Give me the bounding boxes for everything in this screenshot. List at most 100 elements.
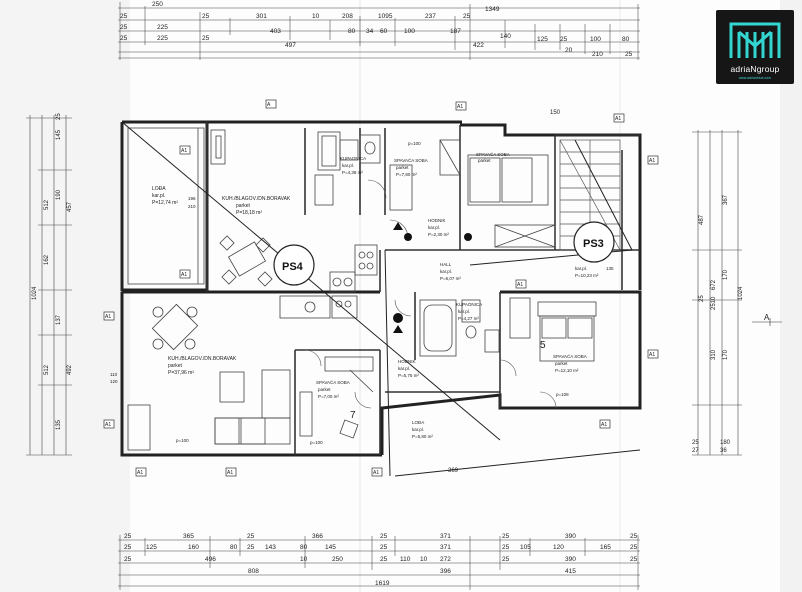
axis-tag-text: A A1 A1 A1 A1 A1 A1 A1 A1 A1 A1 A1 A1 A1 (105, 102, 655, 476)
dim-top-r4-0: 25 (120, 35, 128, 42)
room-number-7: 7 (350, 410, 356, 421)
svg-text:KUPAONICA: KUPAONICA (456, 302, 482, 307)
bedroom-right-fixtures (509, 297, 597, 362)
dim-top-r2-6: 237 (425, 13, 436, 20)
svg-text:A1: A1 (601, 422, 607, 428)
dim-balcony-369: 369 (448, 468, 459, 474)
svg-text:A: A (267, 102, 271, 108)
dim-top-r2-5: 1095 (378, 13, 393, 20)
room-spavaca-bottom: SPAVAĆA SOBA parket P=7,00 m² (316, 379, 350, 399)
svg-text:HODNIK: HODNIK (398, 359, 416, 364)
brand-mark-icon (729, 22, 781, 58)
dim-right-310: 310 (711, 349, 717, 360)
room-hodnik-top: HODNIK kar.pl. P=2,30 m² (428, 218, 449, 237)
dim-top-r2-2: 301 (256, 13, 267, 20)
bottom-dimension-lines (118, 535, 640, 590)
svg-text:KUH./BLAGOV./DN.BORAVAK: KUH./BLAGOV./DN.BORAVAK (168, 356, 237, 362)
svg-text:P=5,80 m²: P=5,80 m² (412, 434, 433, 439)
note-135: 135 (606, 266, 614, 271)
room-spavaca-ne: SPAVAĆA SOBA parket (476, 151, 510, 163)
dim-top-r3-11: 100 (590, 36, 601, 43)
dim-top-r2-4: 208 (342, 13, 353, 20)
svg-text:P=7,80 m²: P=7,80 m² (396, 172, 417, 177)
svg-text:120: 120 (553, 544, 564, 551)
dim-left-137: 137 (56, 314, 62, 325)
svg-text:LOĐA: LOĐA (152, 186, 166, 192)
room-hodnik-bottom: HODNIK kar.pl. P=5,75 m² (398, 359, 419, 378)
svg-text:parket: parket (396, 165, 409, 170)
svg-text:SPAVAĆA SOBA: SPAVAĆA SOBA (394, 157, 428, 163)
dim-top-r4-7: 25 (625, 51, 633, 58)
bedroom-bottom-fixtures (299, 356, 374, 439)
dim-right-180: 180 (720, 440, 731, 446)
svg-text:P=2,30 m²: P=2,30 m² (428, 232, 449, 237)
dim-left-135: 135 (56, 419, 62, 430)
dim-top-r4-6: 210 (592, 51, 603, 58)
note-120: 120 (110, 379, 118, 384)
bathroom-top-fixtures (339, 134, 381, 164)
svg-text:80: 80 (300, 544, 308, 551)
top-dimension-text: 250 1349 25 25 301 10 208 1095 237 25 25… (120, 1, 633, 58)
bathroom-mid-fixtures (419, 299, 500, 357)
right-dimension-lines (692, 130, 742, 456)
dim-right-2510: 2510 (711, 296, 717, 310)
dim-right-1024: 1024 (738, 286, 744, 300)
dim-top-1349: 1349 (485, 6, 500, 13)
svg-text:P=12,74 m²: P=12,74 m² (152, 200, 178, 206)
dim-top-r3-0: 25 (120, 24, 128, 31)
dim-top-r4-1: 225 (157, 35, 168, 42)
dim-top-r3-5: 60 (380, 28, 388, 35)
svg-text:160: 160 (188, 544, 199, 551)
dim-right-36: 36 (720, 448, 727, 454)
svg-text:80: 80 (230, 544, 238, 551)
svg-text:25: 25 (502, 544, 510, 551)
svg-text:P=5,75 m²: P=5,75 m² (398, 373, 419, 378)
note-196: 196 (188, 196, 196, 201)
bottom-dimension-text: 25 365 25 366 25 371 25 390 25 25 125 16… (124, 533, 638, 587)
svg-text:25: 25 (630, 556, 638, 563)
axis-tags (103, 99, 659, 477)
dim-right-2527b: 27 (692, 448, 699, 454)
svg-text:A1: A1 (517, 282, 523, 288)
electrical-markers (393, 222, 472, 333)
svg-text:kar.pl.: kar.pl. (342, 163, 354, 168)
svg-text:25: 25 (124, 556, 132, 563)
svg-text:kar.pl.: kar.pl. (152, 193, 165, 199)
dim-top-r3-4: 34 (366, 28, 374, 35)
dim-left-162: 162 (44, 254, 50, 265)
svg-text:A1: A1 (227, 470, 233, 476)
dim-top-r2-1: 25 (202, 13, 210, 20)
svg-text:KUH./BLAGOV./DN.BORAVAK: KUH./BLAGOV./DN.BORAVAK (222, 196, 291, 202)
balcony-nw (127, 127, 205, 451)
dim-right-672: 672 (711, 279, 717, 290)
svg-text:25: 25 (247, 533, 255, 540)
top-dimension-lines (118, 2, 640, 60)
dim-right-2527a: 25 (692, 440, 699, 446)
svg-text:P=12,10 m²: P=12,10 m² (555, 368, 579, 373)
room-loda-nw: LOĐA kar.pl. P=12,74 m² (152, 186, 178, 206)
brand-logo: adriaNgroup www.adrianblue.com (716, 10, 794, 84)
svg-text:parket: parket (555, 361, 568, 366)
note-210: 210 (188, 204, 196, 209)
svg-text:143: 143 (265, 544, 276, 551)
svg-text:1619: 1619 (375, 580, 390, 587)
svg-text:A1: A1 (373, 470, 379, 476)
svg-text:366: 366 (312, 533, 323, 540)
dim-top-r4-4: 422 (473, 42, 484, 49)
right-dimension-text: 487 672 25 2510 310 367 170 170 1024 25 … (692, 194, 744, 454)
svg-text:KUPAONICA: KUPAONICA (340, 156, 366, 161)
svg-text:415: 415 (565, 568, 576, 575)
room-kuh-top: KUH./BLAGOV./DN.BORAVAK parket P=18,18 m… (222, 196, 291, 216)
room-ps3-hall: kar.pl. P=10,23 m² (575, 266, 599, 278)
svg-text:A1: A1 (457, 104, 463, 110)
dim-top-r2-3: 10 (312, 13, 320, 20)
note-110: 110 (110, 372, 118, 377)
room-number-5: 5 (540, 340, 546, 351)
dim-top-r2-7: 25 (463, 13, 471, 20)
left-dimension-lines (26, 115, 72, 456)
svg-text:P=18,18 m²: P=18,18 m² (236, 210, 262, 216)
svg-text:25: 25 (380, 556, 388, 563)
dim-top-r4-5: 20 (565, 47, 573, 54)
svg-text:parket: parket (168, 363, 183, 369)
svg-text:kar.pl.: kar.pl. (458, 309, 470, 314)
